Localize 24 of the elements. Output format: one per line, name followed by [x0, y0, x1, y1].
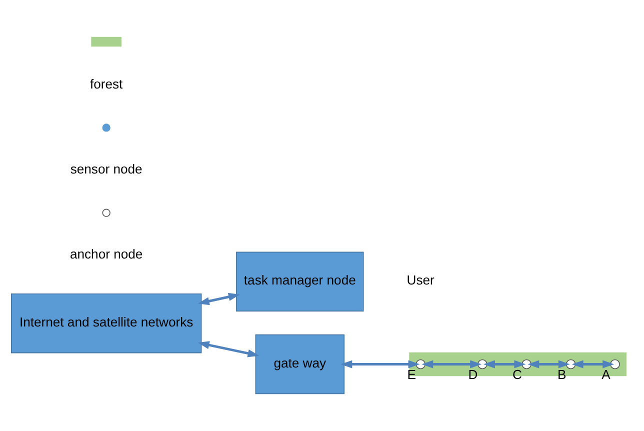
node-box: task manager node	[236, 252, 364, 312]
node-box: gate way	[255, 334, 345, 394]
arrow	[528, 360, 570, 368]
arrow	[483, 360, 526, 368]
arrow	[198, 341, 260, 358]
legend-label: sensor node	[70, 161, 142, 176]
arrow	[422, 360, 482, 368]
label: User	[406, 272, 434, 288]
node-circle	[478, 359, 488, 370]
arrow	[340, 360, 420, 368]
node-circle	[522, 359, 532, 370]
node-label: C	[512, 367, 522, 382]
node-box: Internet and satellite networks	[10, 293, 202, 354]
arrow	[198, 292, 240, 306]
legend-label: forest	[90, 76, 123, 92]
node-label: E	[407, 367, 416, 382]
node-label: B	[557, 367, 566, 382]
node-circle	[610, 359, 620, 370]
arrow	[572, 360, 614, 368]
node-label: A	[602, 367, 610, 382]
node-circle	[416, 359, 426, 370]
legend-label: anchor node	[70, 246, 143, 262]
node-label: D	[468, 367, 478, 382]
node-circle	[566, 359, 576, 370]
